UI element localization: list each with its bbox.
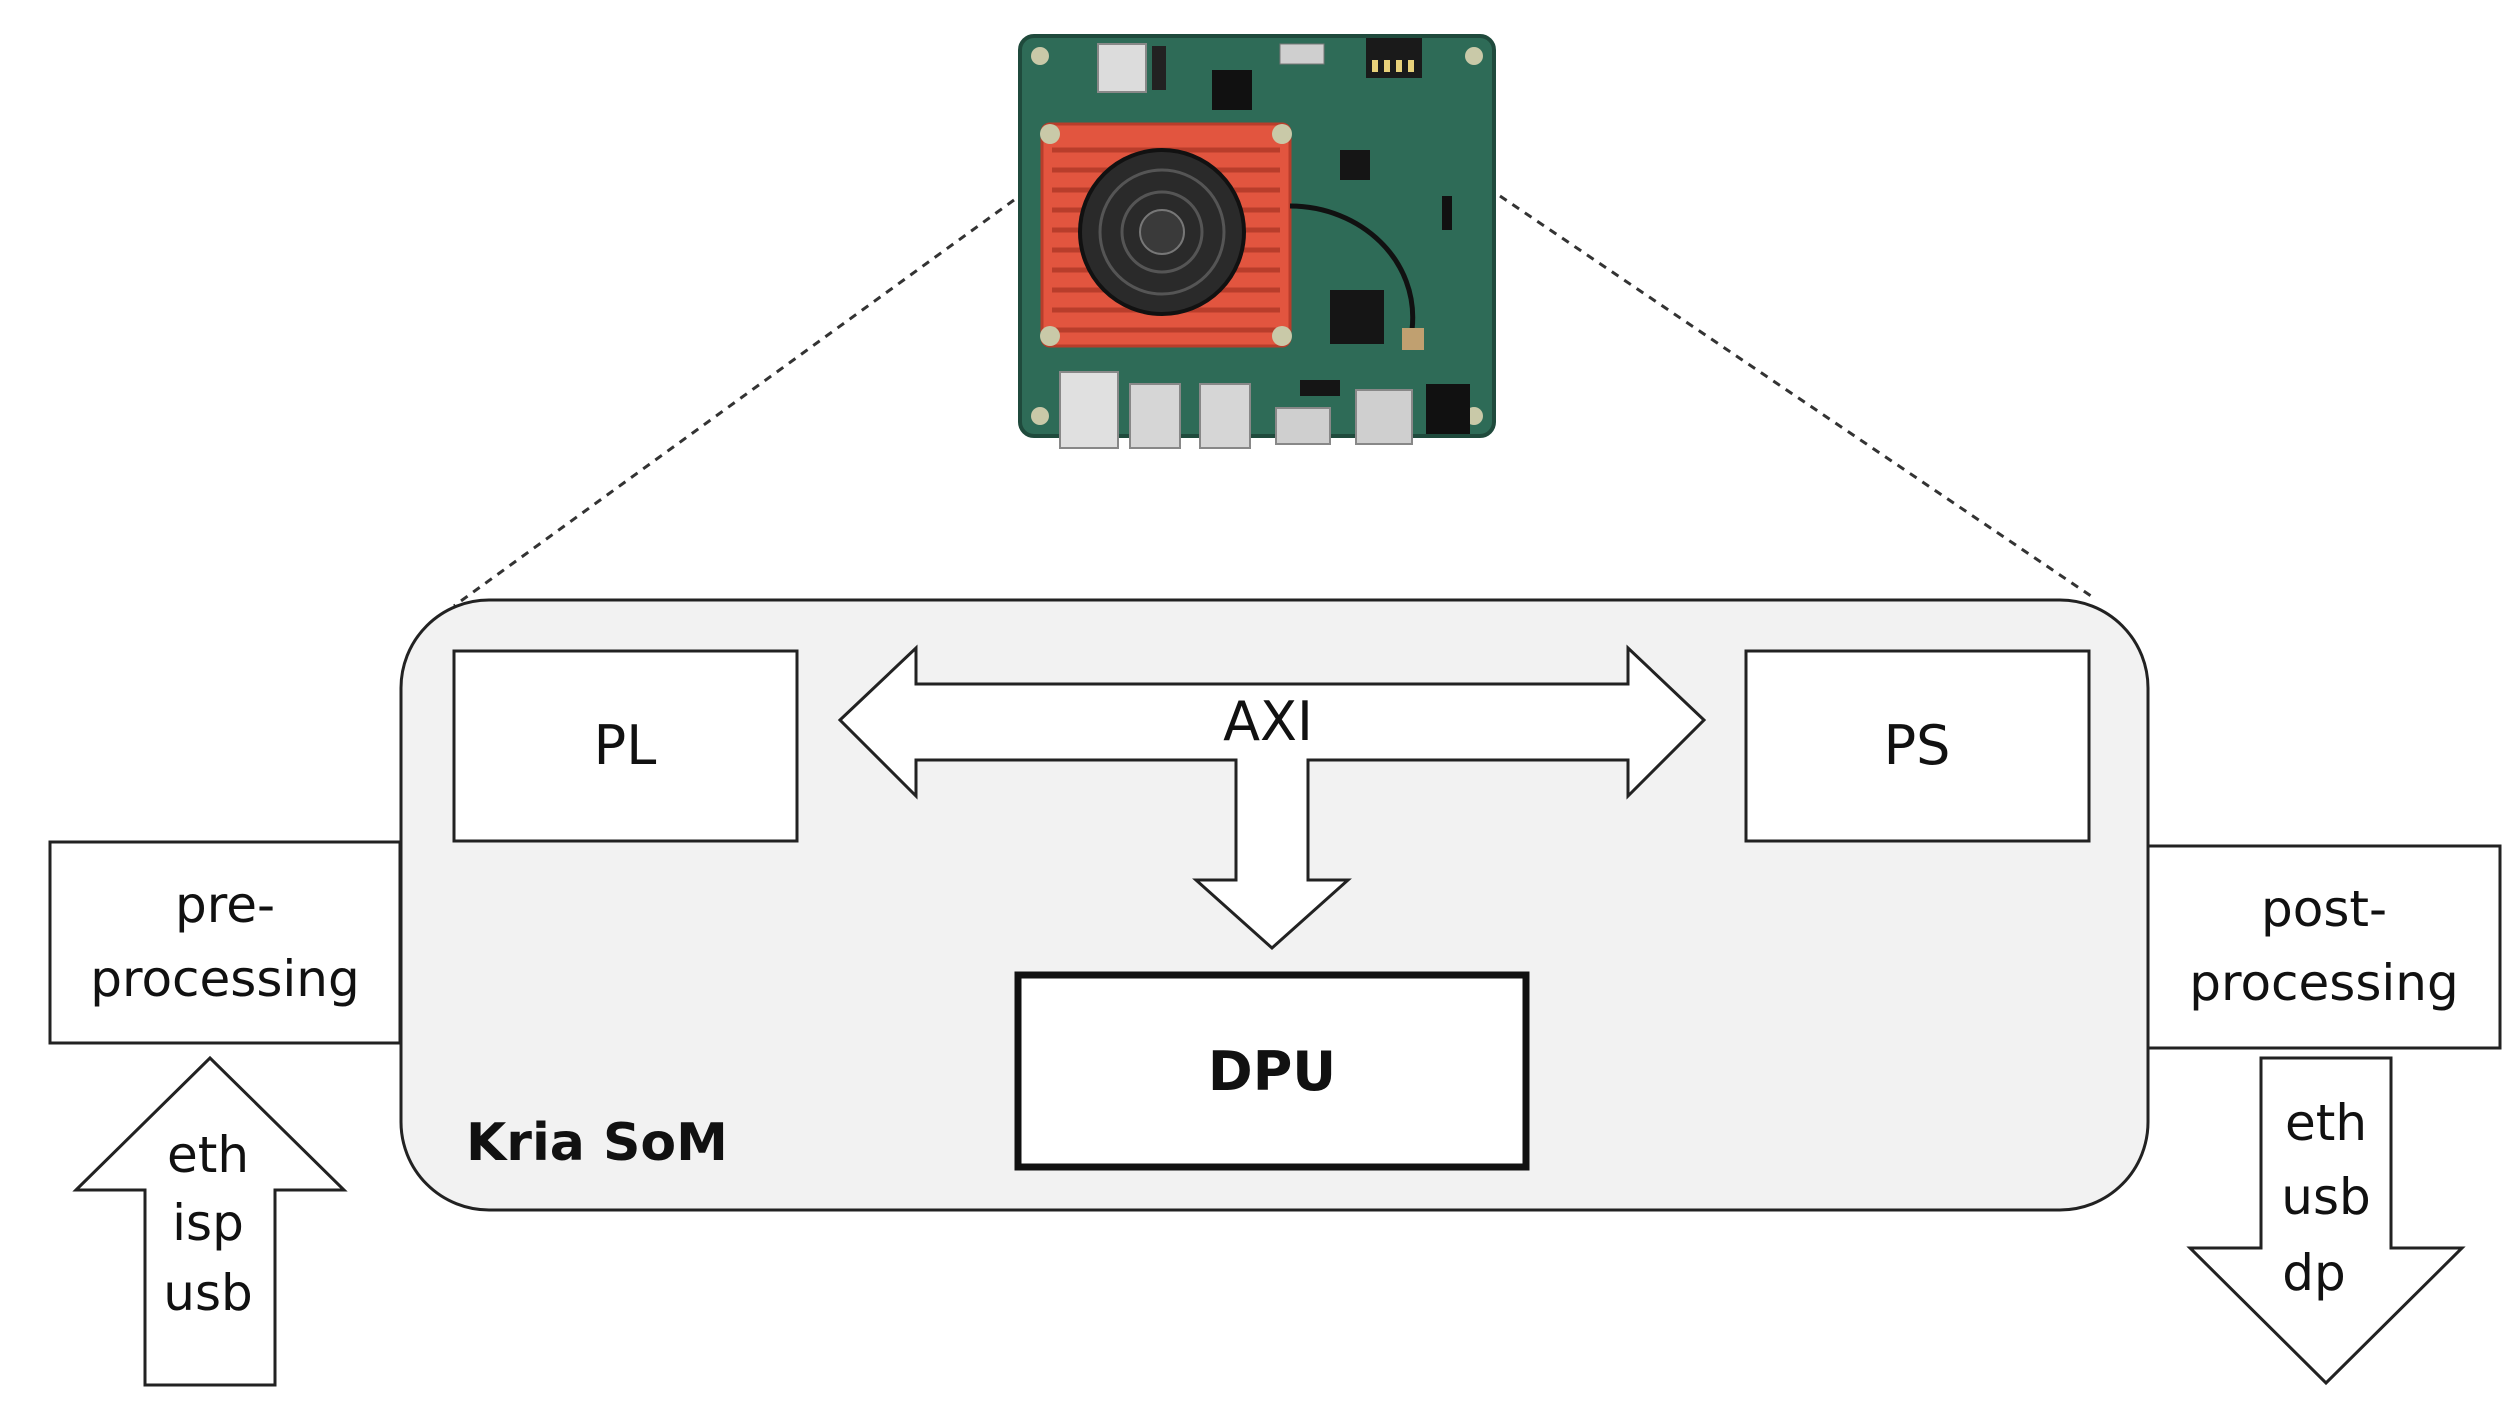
ps-block (1744, 649, 2091, 843)
input-usb: usb (163, 1264, 252, 1322)
pre-processing-label-line1: pre- (175, 876, 275, 934)
input-isp: isp (172, 1194, 244, 1252)
dpu-block (1014, 971, 1530, 1171)
input-eth: eth (167, 1126, 249, 1184)
kria-som-label: Kria SoM (466, 1113, 728, 1173)
dpu-label: DPU (1208, 1040, 1336, 1103)
kria-board-image (1018, 34, 1496, 449)
pl-block (452, 649, 799, 843)
output-arrow (2186, 1056, 2466, 1386)
pl-label: PL (594, 714, 657, 777)
axi-label: AXI (1223, 690, 1313, 753)
output-usb: usb (2281, 1168, 2370, 1226)
zoom-line-right (1499, 194, 2095, 600)
zoom-line-left (453, 198, 1015, 608)
ps-label: PS (1884, 714, 1951, 777)
post-processing-label-line2: processing (2189, 954, 2458, 1012)
input-arrow (72, 1055, 348, 1387)
output-eth: eth (2285, 1094, 2367, 1152)
post-processing-box (2146, 844, 2502, 1050)
axi-bidirectional-arrow (837, 644, 1707, 951)
pre-processing-box (48, 840, 402, 1045)
pre-processing-label-line2: processing (90, 950, 359, 1008)
output-dp: dp (2282, 1244, 2345, 1302)
post-processing-label-line1: post- (2261, 880, 2387, 938)
